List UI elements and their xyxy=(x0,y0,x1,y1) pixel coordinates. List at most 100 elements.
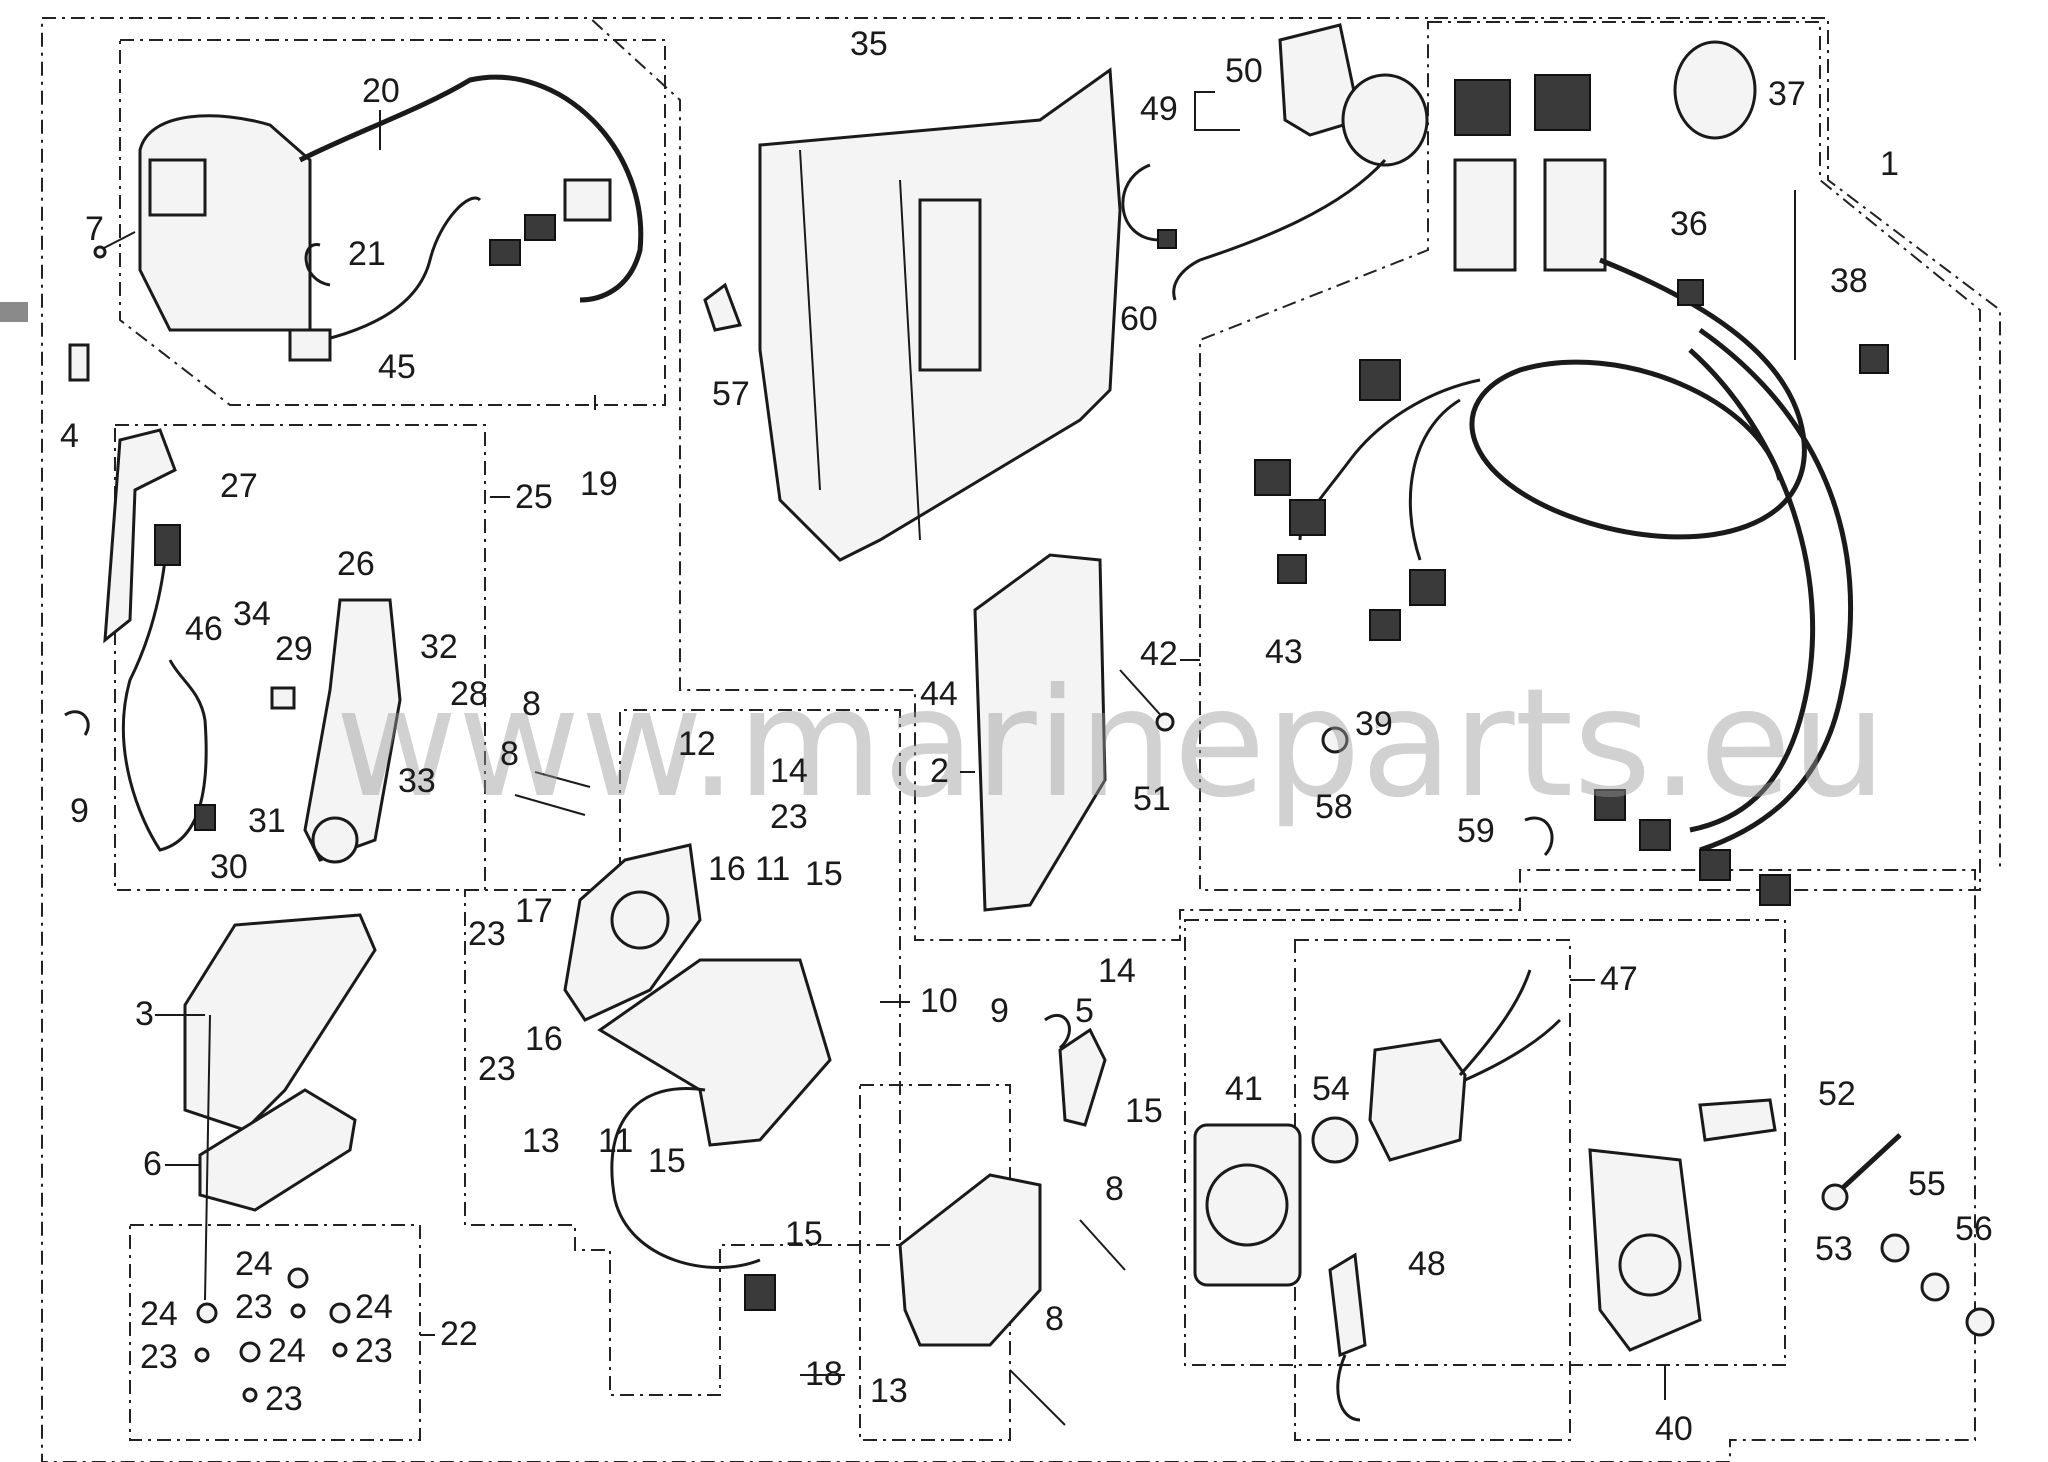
part-20-remote-head xyxy=(138,74,644,332)
part-51-bolt xyxy=(1119,669,1175,732)
part-47-ignition-switch xyxy=(1368,969,1562,1162)
callout-11-b: 11 xyxy=(598,1122,633,1160)
callout-15-a: 15 xyxy=(805,855,843,893)
part-10-shaft-assembly xyxy=(597,958,832,1311)
part-54-nut xyxy=(1311,1116,1359,1164)
callout-20: 20 xyxy=(362,72,400,110)
callout-30: 30 xyxy=(210,848,248,886)
callout-15-c: 15 xyxy=(785,1215,823,1253)
part-43-plug xyxy=(1277,554,1307,584)
callout-27: 27 xyxy=(220,467,258,505)
part-60-ground xyxy=(1121,163,1177,249)
callout-53: 53 xyxy=(1815,1230,1853,1268)
callout-59: 59 xyxy=(1457,812,1495,850)
callout-51: 51 xyxy=(1133,780,1171,818)
outer-frame-top xyxy=(42,17,2001,870)
callout-24-b: 24 xyxy=(140,1295,178,1333)
callout-23-b: 23 xyxy=(468,915,506,953)
group-box-40 xyxy=(1184,919,1786,1366)
part-56-washer xyxy=(1965,1307,1995,1337)
group-box-22 xyxy=(129,1224,421,1441)
callout-8-a: 8 xyxy=(522,685,541,723)
side-tab-marker xyxy=(0,302,28,322)
part-49-buzzer xyxy=(1172,73,1429,301)
callout-42: 42 xyxy=(1140,635,1178,673)
part-39-plug xyxy=(1369,609,1401,641)
callout-56: 56 xyxy=(1955,1210,1993,1248)
callout-24-d: 24 xyxy=(268,1332,306,1370)
part-38-plug xyxy=(1859,344,1889,374)
callout-23-a: 23 xyxy=(770,798,808,836)
part-29-plate xyxy=(270,686,296,710)
callout-41: 41 xyxy=(1225,1070,1263,1108)
part-21-clip xyxy=(304,243,331,287)
callout-6: 6 xyxy=(143,1145,162,1183)
callout-35: 35 xyxy=(850,25,888,63)
callout-34: 34 xyxy=(233,595,271,633)
callout-28: 28 xyxy=(450,675,488,713)
callout-3: 3 xyxy=(135,995,154,1033)
callout-15-b: 15 xyxy=(648,1142,686,1180)
part-5-clip xyxy=(1058,1027,1107,1127)
callout-44: 44 xyxy=(920,675,958,713)
part-45-harness xyxy=(288,178,612,362)
callout-11-a: 11 xyxy=(755,850,790,888)
callout-14-a: 14 xyxy=(770,752,808,790)
part-35-relay-box xyxy=(758,67,1122,562)
part-6-plate xyxy=(198,1088,357,1212)
callout-22: 22 xyxy=(440,1315,478,1353)
callout-33: 33 xyxy=(398,762,436,800)
part-41-plate xyxy=(1193,1123,1302,1287)
callout-9-a: 9 xyxy=(70,792,89,830)
callout-17: 17 xyxy=(515,892,553,930)
part-9-clip-a xyxy=(64,710,90,736)
callout-31: 31 xyxy=(248,802,286,840)
group-box-18 xyxy=(859,1084,1011,1441)
part-44-module xyxy=(973,553,1107,912)
part-7-screw xyxy=(93,231,136,259)
callout-48: 48 xyxy=(1408,1245,1446,1283)
part-59-clip xyxy=(1524,816,1554,857)
group-box-47 xyxy=(1294,939,1571,1441)
callout-55: 55 xyxy=(1908,1165,1946,1203)
callout-23-g: 23 xyxy=(265,1380,303,1418)
callout-14-b: 14 xyxy=(1098,952,1136,990)
callout-1: 1 xyxy=(1880,145,1899,183)
callout-47: 47 xyxy=(1600,960,1638,998)
callout-36: 36 xyxy=(1670,205,1708,243)
callout-37: 37 xyxy=(1768,75,1806,113)
part-17-housing xyxy=(563,843,702,1022)
callout-23-c: 23 xyxy=(478,1050,516,1088)
part-55-washer xyxy=(1920,1272,1950,1302)
callout-23-d: 23 xyxy=(235,1288,273,1326)
part-36-plug xyxy=(1677,279,1704,306)
part-58-grommet xyxy=(1321,726,1349,754)
callout-46: 46 xyxy=(185,610,223,648)
part-50-cap xyxy=(1278,23,1362,137)
callout-60: 60 xyxy=(1120,300,1158,338)
group-box-1 xyxy=(1199,21,1981,891)
callout-45: 45 xyxy=(378,348,416,386)
callout-40: 40 xyxy=(1655,1410,1693,1448)
leader-lines xyxy=(155,91,1796,1400)
callout-43: 43 xyxy=(1265,633,1303,671)
callout-23-e: 23 xyxy=(140,1338,178,1376)
callout-26: 26 xyxy=(337,545,375,583)
callout-8-b: 8 xyxy=(500,735,519,773)
part-4-plate xyxy=(68,343,90,382)
part-22-hardware xyxy=(194,1267,351,1403)
callout-25: 25 xyxy=(515,478,553,516)
part-52-bolt xyxy=(1821,1133,1902,1211)
callout-4: 4 xyxy=(60,417,79,455)
callout-9-b: 9 xyxy=(990,992,1009,1030)
callout-12: 12 xyxy=(678,725,716,763)
group-box-10 xyxy=(464,709,901,1396)
callout-8-d: 8 xyxy=(1045,1300,1064,1338)
callout-7: 7 xyxy=(85,210,104,248)
callout-5: 5 xyxy=(1075,992,1094,1030)
callout-23-f: 23 xyxy=(355,1332,393,1370)
part-40-switch-panel xyxy=(1588,1098,1777,1352)
part-1-harness xyxy=(1254,74,1854,906)
part-48-lanyard xyxy=(1328,1252,1367,1422)
part-18-bracket xyxy=(898,1173,1042,1347)
